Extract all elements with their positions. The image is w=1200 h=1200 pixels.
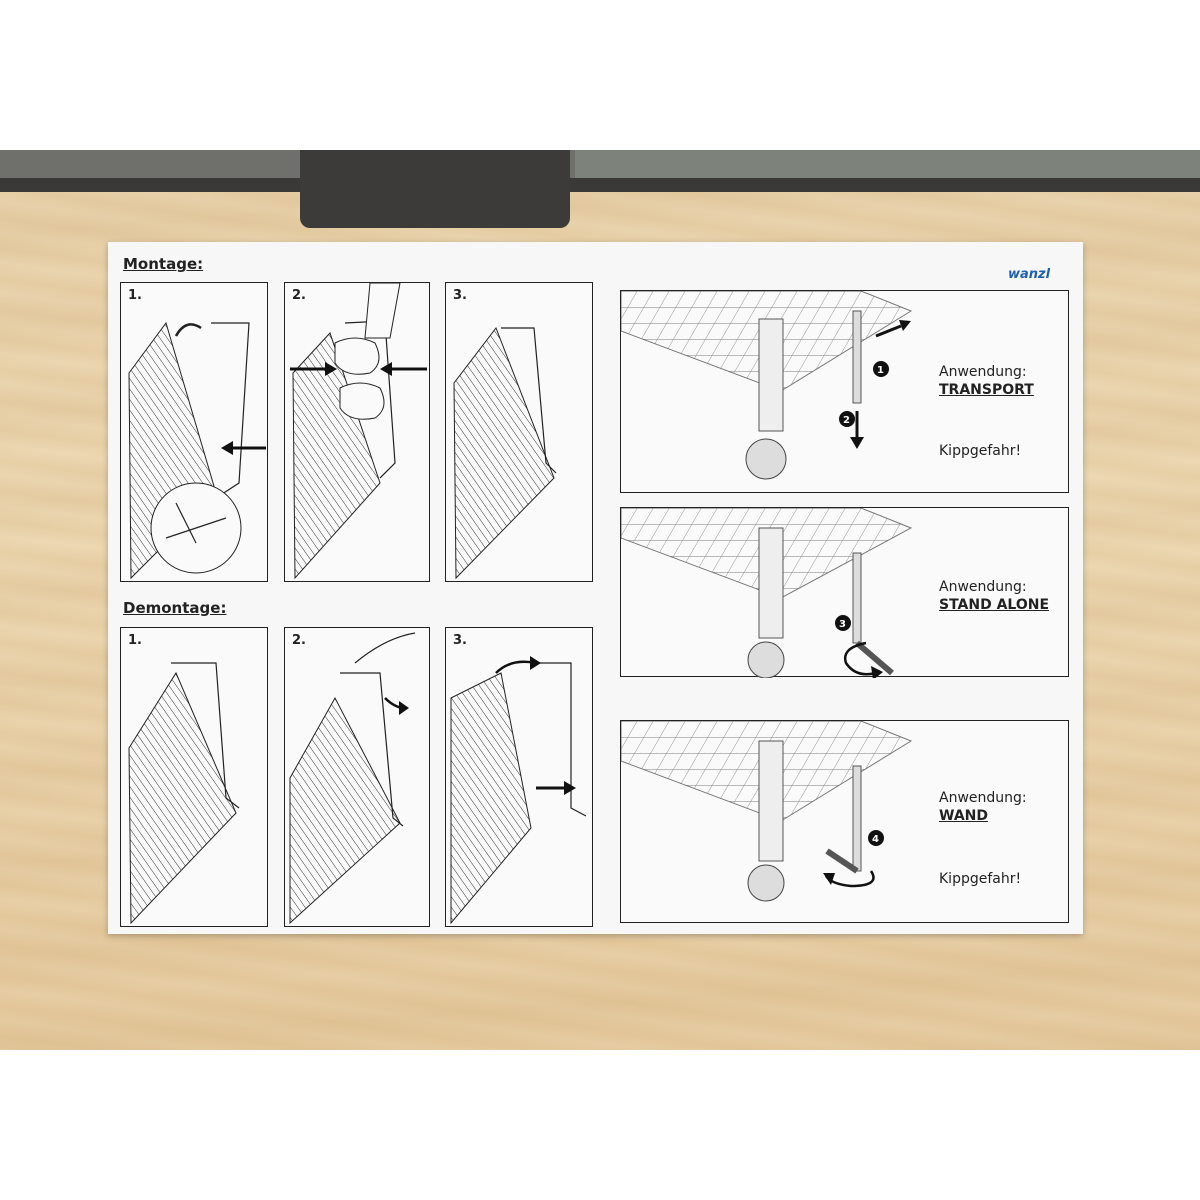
wall-trim — [0, 178, 1200, 192]
marker-1: 1 — [877, 365, 884, 376]
tip-warning: Kippgefahr! — [939, 871, 1022, 887]
step-number: 1. — [128, 633, 142, 648]
step-number: 1. — [128, 288, 142, 303]
montage-panel-1: 1. — [120, 282, 268, 582]
usage-mode: WAND — [939, 808, 988, 824]
usage-mode: TRANSPORT — [939, 382, 1034, 398]
usage-text: Anwendung: WAND — [939, 789, 1027, 825]
grid-panel-illustration — [450, 656, 587, 925]
usage-text: Anwendung: TRANSPORT — [939, 363, 1034, 399]
montage-heading: Montage: — [123, 255, 204, 273]
marker-2: 2 — [843, 415, 850, 426]
usage-label: Anwendung: — [939, 364, 1027, 380]
grid-panel-illustration — [128, 321, 266, 580]
step-number: 2. — [292, 288, 306, 303]
clamp — [300, 150, 570, 228]
cart-stand-alone-illustration: 3 — [621, 508, 913, 678]
tip-warning: Kippgefahr! — [939, 443, 1022, 459]
marker-3: 3 — [839, 619, 846, 630]
montage-panel-3: 3. — [445, 282, 593, 582]
usage-panel-transport: 1 2 Anwendung: TRANSPORT Kippgefahr! — [620, 290, 1069, 493]
step-number: 2. — [292, 633, 306, 648]
usage-panel-stand-alone: 3 Anwendung: STAND ALONE — [620, 507, 1069, 678]
montage-panel-2: 2. — [284, 282, 430, 582]
grid-panel-illustration — [128, 662, 240, 925]
usage-label: Anwendung: — [939, 579, 1027, 595]
usage-label: Anwendung: — [939, 790, 1027, 806]
usage-panel-wand: 4 Anwendung: WAND Kippgefahr! — [620, 720, 1069, 923]
grid-panel-illustration — [453, 326, 557, 580]
grid-panel-illustration — [289, 632, 416, 925]
usage-text: Anwendung: STAND ALONE — [939, 578, 1049, 614]
demontage-heading: Demontage: — [123, 599, 227, 617]
instruction-sheet: wanzl Montage: Demontage: 1. 2. 3. — [108, 242, 1083, 934]
grid-panel-illustration — [290, 283, 427, 580]
demontage-panel-1: 1. — [120, 627, 268, 927]
marker-4: 4 — [872, 834, 879, 845]
brand-logo: wanzl — [1008, 267, 1051, 282]
usage-mode: STAND ALONE — [939, 597, 1050, 613]
step-number: 3. — [453, 288, 467, 303]
demontage-panel-2: 2. — [284, 627, 430, 927]
cart-transport-illustration: 1 2 — [621, 291, 913, 480]
step-number: 3. — [453, 633, 467, 648]
cart-wand-illustration: 4 — [621, 721, 913, 902]
demontage-panel-3: 3. — [445, 627, 593, 927]
